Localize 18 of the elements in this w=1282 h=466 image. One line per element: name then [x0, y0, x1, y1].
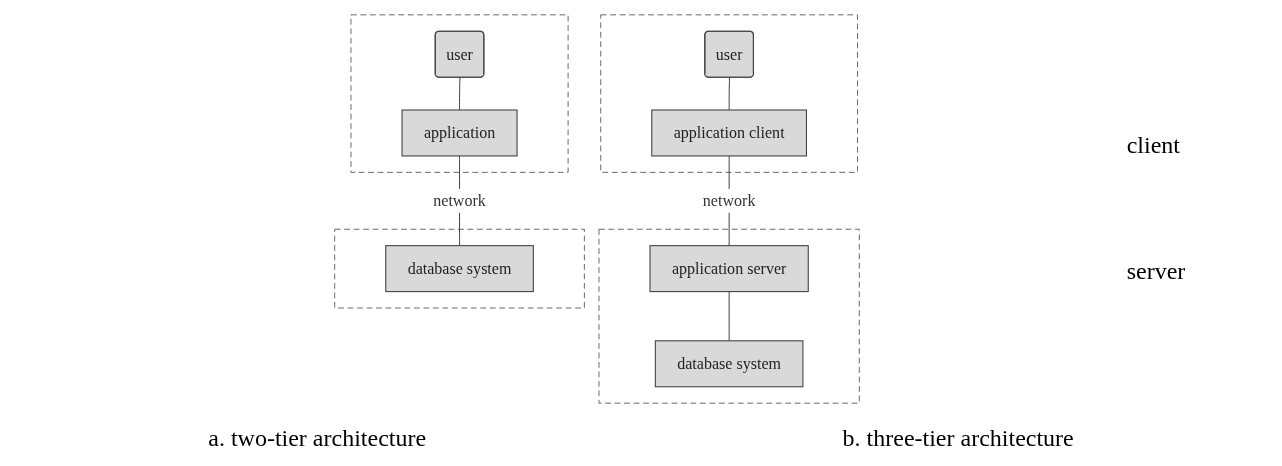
tier-label: server: [1126, 257, 1186, 285]
node-box: application client: [650, 108, 807, 156]
node-box: database system: [654, 339, 804, 387]
cluster: [598, 228, 860, 404]
edge-label: network: [432, 191, 486, 210]
tier-label: client: [1126, 132, 1181, 160]
caption: a. two-tier architecture: [208, 425, 427, 452]
cluster: [599, 13, 858, 173]
node-box: database system: [384, 244, 534, 292]
connector: [728, 76, 730, 110]
connector: [458, 76, 461, 110]
node-box: application server: [649, 244, 809, 292]
caption: b. three-tier architecture: [842, 425, 1074, 452]
cluster: [350, 13, 569, 173]
edge-label: network: [702, 191, 756, 210]
node-box: application: [401, 108, 518, 156]
cluster: [333, 228, 585, 308]
connector: [728, 290, 730, 341]
